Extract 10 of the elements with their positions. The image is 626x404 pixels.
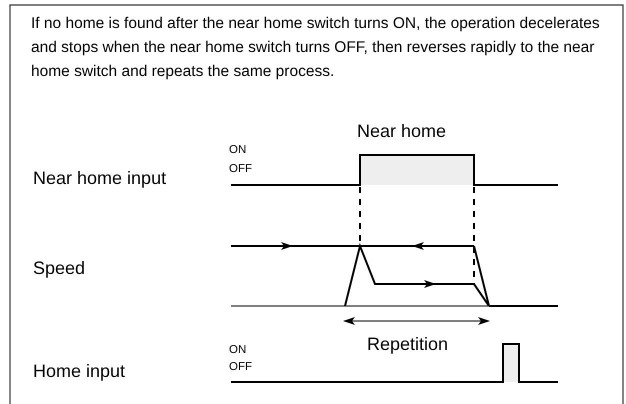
state-label: ON [229, 343, 246, 357]
signal-name: Home input [33, 360, 126, 382]
dimension-label: Repetition [367, 333, 448, 355]
signal-name: Speed [33, 257, 86, 279]
signal-name: Near home input [33, 167, 166, 189]
description-text: If no home is found after the near home switch turns ON, the operation decelerates and stops when the near home switch turns OFF, then reverses rapidly to the near home switch and repeats the same process. [31, 14, 601, 82]
state-label: OFF [229, 360, 252, 374]
state-label: ON [229, 143, 246, 157]
state-label: OFF [229, 162, 252, 176]
signal-region-label: Near home [357, 120, 446, 142]
